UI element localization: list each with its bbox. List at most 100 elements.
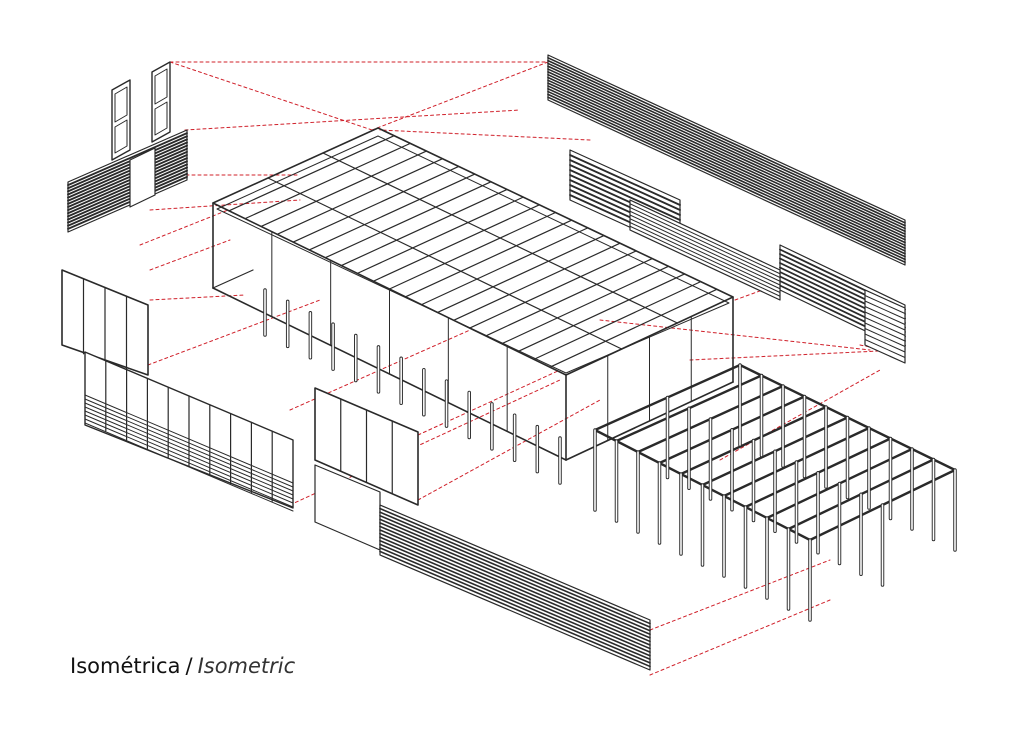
roof-purlin (453, 242, 621, 321)
roof-inner-outline (216, 135, 730, 374)
left-louver-slat (67, 169, 188, 224)
center-facade-louver-slat (379, 518, 651, 636)
guide-line (379, 129, 591, 141)
right-louver-upper-slat (547, 76, 906, 244)
left-louver-slat (67, 163, 188, 218)
door-glass (154, 68, 168, 105)
right-louver-end-slat (864, 328, 906, 347)
right-louver-upper-slat (547, 71, 906, 238)
guide-line (417, 399, 601, 501)
roof-purlin (517, 273, 686, 353)
right-louver-upper-slat (547, 79, 906, 247)
right-louver-mid-slat (629, 214, 781, 286)
left-louver-slat (67, 135, 188, 190)
left-louver-slat (67, 166, 188, 221)
right-louver-end-slat (864, 333, 906, 353)
left-louver-slat (67, 160, 188, 215)
guide-line (139, 209, 229, 246)
right-louver-end-slat (864, 295, 906, 314)
left-facade-slat (84, 414, 294, 504)
right-louver-upper-slat (547, 57, 906, 224)
left-facade-slat (84, 410, 294, 500)
roof-purlin (340, 188, 508, 267)
guide-line (184, 109, 521, 131)
center-facade-louver-slat (379, 543, 651, 661)
left-facade-slat (84, 406, 294, 496)
center-facade-louver-slat (379, 532, 651, 650)
right-louver-upper-slat (547, 85, 906, 252)
roof-purlin (276, 158, 444, 235)
guide-line (719, 369, 881, 461)
left-louver-slat (67, 144, 188, 199)
left-facade-slat (84, 398, 294, 488)
right-louver-upper-slat (547, 96, 906, 263)
right-louver-upper-slat (547, 93, 906, 261)
left-louver-panel (67, 129, 188, 233)
left-louver-slat (67, 175, 188, 230)
roof-purlin (420, 227, 589, 306)
center-glazing-panel (314, 387, 419, 506)
roof-beam (322, 152, 678, 324)
roof-purlin (324, 181, 492, 259)
left-louver-slat (67, 141, 188, 196)
roof-purlin (404, 219, 573, 298)
center-facade-louver-slat (379, 511, 651, 628)
right-louver-left-slat (569, 159, 681, 211)
right-louver-end-slat (864, 300, 906, 320)
right-louver-upper-slat (547, 87, 906, 255)
right-louver-left-slat (569, 169, 681, 221)
center-facade-louver-slat (379, 507, 651, 625)
guide-line (169, 61, 373, 131)
roof-purlin (260, 150, 428, 228)
frame-bottom-edge (212, 269, 254, 289)
door-frame (111, 79, 131, 161)
left-lower-facade (84, 351, 294, 512)
guide-line (371, 61, 549, 131)
left-louver-slat (67, 147, 188, 202)
right-louver-end-slat (864, 322, 906, 342)
left-facade-slat (84, 418, 294, 508)
roof-purlin (244, 142, 411, 220)
right-louver-mid-slat (629, 210, 781, 282)
roof-purlin (372, 204, 540, 282)
right-louver-mid-slat (629, 218, 781, 290)
door-frame (151, 61, 171, 143)
exploded-doors (111, 61, 171, 161)
center-facade-louver-slat (379, 525, 651, 643)
left-facade-slat (84, 394, 294, 484)
guide-line (689, 349, 901, 361)
caption-separator: / (185, 654, 193, 678)
caption-spanish: Isométrica (70, 654, 181, 678)
center-facade-louver-slat (379, 529, 651, 646)
right-louver-mid-slat (629, 203, 781, 275)
center-facade-louver-slat (379, 522, 651, 639)
roof-purlin (308, 173, 476, 251)
center-facade-louver-slat (379, 539, 651, 657)
right-louver-upper-slat (547, 82, 906, 249)
guide-line (149, 239, 231, 271)
roof-purlin (356, 196, 524, 274)
roof-purlin (501, 265, 670, 345)
right-louver-upper-slat (547, 59, 906, 227)
guide-line (649, 599, 831, 676)
center-facade-louver-slat (379, 514, 651, 632)
center-lower-facade (314, 464, 651, 671)
right-louver-upper-slat (547, 73, 906, 241)
door-glass (154, 101, 168, 136)
roof-purlin (549, 288, 718, 368)
left-louver-slat (67, 138, 188, 193)
main-roof-structure (212, 127, 734, 485)
left-louver-slat (67, 154, 188, 208)
roof-purlin (469, 250, 637, 329)
right-louver-upper-slat (547, 68, 906, 235)
center-facade-louver-slat (379, 547, 651, 664)
left-facade-slat (84, 402, 294, 492)
left-louver-slat (67, 132, 188, 187)
roof-beam (267, 177, 623, 350)
roof-purlin (292, 165, 460, 243)
right-louver-upper-slat (547, 62, 906, 230)
right-louver-end-slat (864, 339, 906, 358)
right-louver-left-slat (569, 154, 681, 206)
